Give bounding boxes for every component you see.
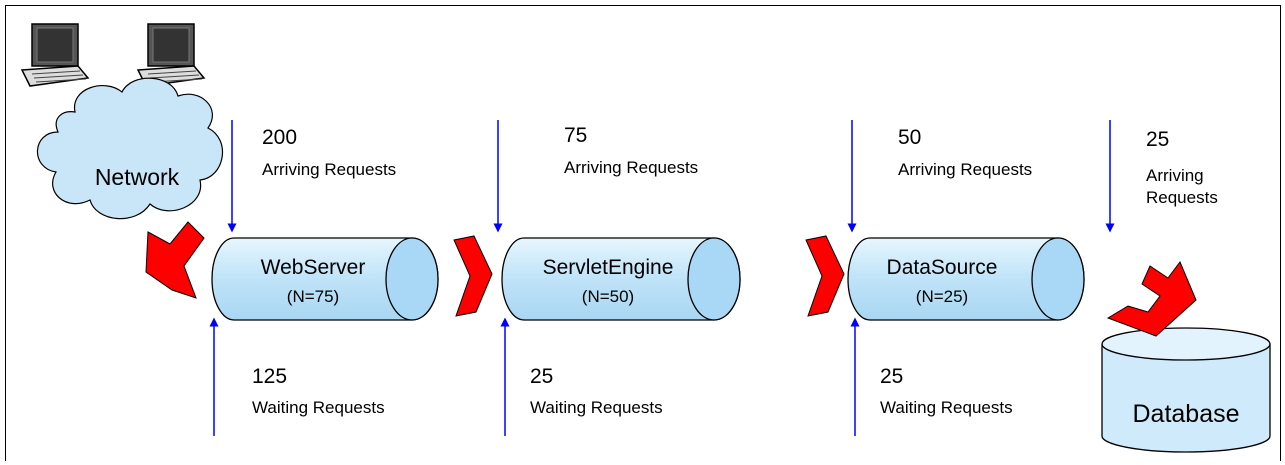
servletengine-pipe — [501, 237, 741, 321]
datasource-waiting-count: 25 — [880, 365, 904, 388]
database-cylinder-icon — [1101, 327, 1271, 453]
webserver-capacity: (N=75) — [286, 287, 340, 306]
datasource-capacity: (N=25) — [915, 287, 969, 306]
database-label: Database — [1132, 400, 1240, 428]
servletengine-capacity: (N=50) — [581, 287, 635, 306]
datasource-arriving-count: 50 — [898, 126, 922, 149]
datasource-waiting-label: Waiting Requests — [880, 398, 1013, 417]
webserver-name: WebServer — [260, 256, 366, 279]
webserver-arriving-count: 200 — [262, 126, 298, 149]
servletengine-name: ServletEngine — [542, 256, 674, 279]
servletengine-arriving-label: Arriving Requests — [564, 158, 699, 177]
laptop-icon-2 — [136, 23, 206, 87]
webserver-arriving-label: Arriving Requests — [262, 160, 397, 179]
datasource-arriving-label: Arriving Requests — [898, 160, 1033, 179]
network-label: Network — [94, 164, 180, 190]
servletengine-waiting-count: 25 — [530, 365, 554, 388]
diagram-frame — [5, 5, 1281, 461]
database-arriving-label-line1: Arriving — [1146, 166, 1204, 185]
datasource-name: DataSource — [886, 256, 998, 279]
flow-arrow-network-to-webserver — [145, 221, 205, 299]
servletengine-waiting-label: Waiting Requests — [530, 398, 663, 417]
flow-arrow-datasource-to-database — [1106, 261, 1197, 337]
flow-arrow-webserver-to-servletengine — [453, 235, 493, 317]
servletengine-arriving-count: 75 — [564, 124, 588, 147]
flow-arrow-servletengine-to-datasource — [805, 235, 845, 317]
webserver-waiting-count: 125 — [252, 365, 288, 388]
datasource-pipe — [847, 237, 1085, 321]
laptop-icon-1 — [20, 23, 90, 87]
database-arriving-count: 25 — [1146, 128, 1170, 151]
database-arriving-label-line2: Requests — [1146, 188, 1218, 207]
webserver-waiting-label: Waiting Requests — [252, 398, 385, 417]
webserver-pipe — [211, 237, 439, 321]
network-cloud-icon — [36, 77, 224, 220]
